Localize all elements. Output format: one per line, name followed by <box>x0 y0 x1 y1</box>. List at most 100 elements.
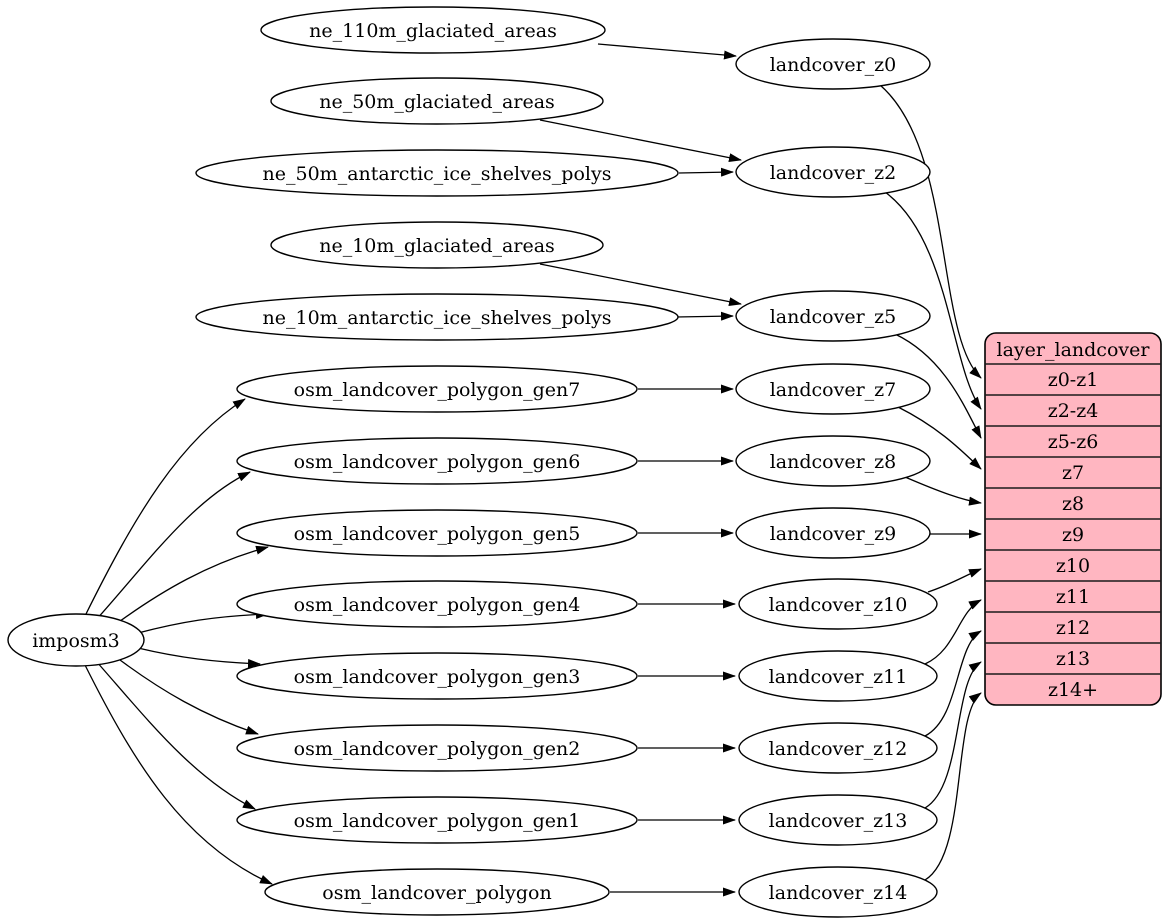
landcover-z9-label: landcover_z9 <box>770 523 897 545</box>
node-landcover-z13: landcover_z13 <box>738 794 938 846</box>
osm-landcover-polygon-gen6-ellipse <box>236 437 638 485</box>
table-row-z7: z7 <box>1062 462 1084 484</box>
node-osm-landcover-polygon-gen4: osm_landcover_polygon_gen4 <box>236 580 638 628</box>
landcover-z14-ellipse <box>738 866 938 918</box>
ne-10m-antarctic-ice-shelves-polys-label: ne_10m_antarctic_ice_shelves_polys <box>263 307 612 329</box>
landcover-z12-label: landcover_z12 <box>769 738 908 760</box>
ne-10m-antarctic-ice-shelves-polys-ellipse <box>195 293 679 341</box>
landcover-z14-label: landcover_z14 <box>769 882 908 904</box>
table-title: layer_landcover <box>997 339 1151 361</box>
table-row-z5-z6: z5-z6 <box>1048 431 1099 453</box>
ne-50m-glaciated-areas-label: ne_50m_glaciated_areas <box>319 91 555 113</box>
landcover-z10-ellipse <box>738 578 938 630</box>
landcover-z5-label: landcover_z5 <box>770 306 897 328</box>
table-row-z12: z12 <box>1056 617 1090 639</box>
landcover-z2-label: landcover_z2 <box>770 162 897 184</box>
osm-landcover-polygon-gen4-ellipse <box>236 580 638 628</box>
landcover-z5-ellipse <box>735 290 931 342</box>
edge-landcover-z14-to-row-z14plus <box>924 692 982 881</box>
edge-imposm3-to-gen7 <box>84 398 246 617</box>
landcover-z7-label: landcover_z7 <box>770 379 897 401</box>
node-landcover-z11: landcover_z11 <box>738 650 938 702</box>
node-landcover-z9: landcover_z9 <box>735 507 931 559</box>
table-row-z14plus: z14+ <box>1048 679 1098 701</box>
edge-landcover-z5-to-row-z5-z6 <box>894 333 982 439</box>
edge-ne110m-to-landcover-z0 <box>597 43 737 60</box>
landcover-z2-ellipse <box>735 146 931 198</box>
edge-landcover-z12-to-row-z12 <box>924 630 982 737</box>
landcover-z13-ellipse <box>738 794 938 846</box>
osm-landcover-polygon-gen4-label: osm_landcover_polygon_gen4 <box>294 594 581 616</box>
node-osm-landcover-polygon: osm_landcover_polygon <box>264 868 610 916</box>
node-landcover-z5: landcover_z5 <box>735 290 931 342</box>
table-row-z2-z4: z2-z4 <box>1048 400 1099 422</box>
table-row-z11: z11 <box>1056 586 1090 608</box>
landcover-z0-ellipse <box>735 38 931 90</box>
node-landcover-z7: landcover_z7 <box>735 363 931 415</box>
osm-landcover-polygon-gen1-ellipse <box>236 796 638 844</box>
landcover-z8-ellipse <box>735 435 931 487</box>
landcover-z9-ellipse <box>735 507 931 559</box>
osm-landcover-polygon-gen1-label: osm_landcover_polygon_gen1 <box>294 810 581 832</box>
node-osm-landcover-polygon-gen2: osm_landcover_polygon_gen2 <box>236 724 638 772</box>
imposm3-label: imposm3 <box>32 630 120 652</box>
osm-landcover-polygon-gen7-label: osm_landcover_polygon_gen7 <box>294 379 581 401</box>
osm-landcover-polygon-gen5-label: osm_landcover_polygon_gen5 <box>294 523 581 545</box>
table-row-z9: z9 <box>1062 524 1084 546</box>
node-osm-landcover-polygon-gen1: osm_landcover_polygon_gen1 <box>236 796 638 844</box>
osm-landcover-polygon-gen6-label: osm_landcover_polygon_gen6 <box>294 451 581 473</box>
node-landcover-z2: landcover_z2 <box>735 146 931 198</box>
table-row-z10: z10 <box>1056 555 1090 577</box>
edge-imposm3-to-gen6 <box>95 471 251 621</box>
edge-imposm3-to-osm-polygon <box>84 664 273 885</box>
edge-ne10m-glaciated-to-landcover-z5 <box>539 263 742 307</box>
landcover-z11-label: landcover_z11 <box>769 666 908 688</box>
node-ne-110m-glaciated-areas: ne_110m_glaciated_areas <box>260 6 606 54</box>
imposm3-ellipse <box>7 613 145 667</box>
node-landcover-z0: landcover_z0 <box>735 38 931 90</box>
ne-10m-glaciated-areas-label: ne_10m_glaciated_areas <box>319 235 555 257</box>
osm-landcover-polygon-gen3-ellipse <box>236 652 638 700</box>
ne-10m-glaciated-areas-ellipse <box>270 221 604 269</box>
edge-imposm3-to-gen1 <box>95 660 256 810</box>
edges <box>84 43 982 897</box>
node-landcover-z12: landcover_z12 <box>738 722 938 774</box>
edge-ne50m-antarctic-to-landcover-z2 <box>678 167 734 177</box>
osm-landcover-polygon-gen2-ellipse <box>236 724 638 772</box>
edge-landcover-z13-to-row-z13 <box>924 661 982 809</box>
edge-landcover-z0-to-row-z0-z1 <box>879 84 982 379</box>
landcover-z8-label: landcover_z8 <box>770 451 897 473</box>
table-row-z8: z8 <box>1062 493 1084 515</box>
landcover-z0-label: landcover_z0 <box>770 54 897 76</box>
node-osm-landcover-polygon-gen5: osm_landcover_polygon_gen5 <box>236 509 638 557</box>
landcover-z7-ellipse <box>735 363 931 415</box>
node-ne-10m-antarctic-ice-shelves-polys: ne_10m_antarctic_ice_shelves_polys <box>195 293 679 341</box>
edge-landcover-z7-to-row-z7 <box>897 406 982 470</box>
node-landcover-z8: landcover_z8 <box>735 435 931 487</box>
ne-50m-antarctic-ice-shelves-polys-label: ne_50m_antarctic_ice_shelves_polys <box>263 163 612 185</box>
edge-landcover-z10-to-row-z10 <box>927 568 982 593</box>
landcover-z12-ellipse <box>738 722 938 774</box>
node-osm-landcover-polygon-gen6: osm_landcover_polygon_gen6 <box>236 437 638 485</box>
landcover-z10-label: landcover_z10 <box>769 594 908 616</box>
node-landcover-z14: landcover_z14 <box>738 866 938 918</box>
osm-landcover-polygon-ellipse <box>264 868 610 916</box>
edge-landcover-z2-to-row-z2-z4 <box>884 191 982 410</box>
edge-landcover-z11-to-row-z11 <box>924 599 982 665</box>
osm-landcover-polygon-gen3-label: osm_landcover_polygon_gen3 <box>294 666 581 688</box>
node-ne-50m-glaciated-areas: ne_50m_glaciated_areas <box>270 77 604 125</box>
landcover-z11-ellipse <box>738 650 938 702</box>
edge-imposm3-to-gen2 <box>111 653 259 735</box>
osm-landcover-polygon-gen2-label: osm_landcover_polygon_gen2 <box>294 738 581 760</box>
node-ne-10m-glaciated-areas: ne_10m_glaciated_areas <box>270 221 604 269</box>
edge-imposm3-to-gen5 <box>111 545 269 628</box>
ne-110m-glaciated-areas-ellipse <box>260 6 606 54</box>
edge-landcover-z8-to-row-z8 <box>904 476 982 506</box>
node-landcover-z10: landcover_z10 <box>738 578 938 630</box>
ne-50m-glaciated-areas-ellipse <box>270 77 604 125</box>
layer-landcover-table: layer_landcover z0-z1 z2-z4 z5-z6 z7 z8 … <box>984 332 1162 706</box>
node-osm-landcover-polygon-gen3: osm_landcover_polygon_gen3 <box>236 652 638 700</box>
edge-imposm3-to-gen3 <box>137 647 261 668</box>
